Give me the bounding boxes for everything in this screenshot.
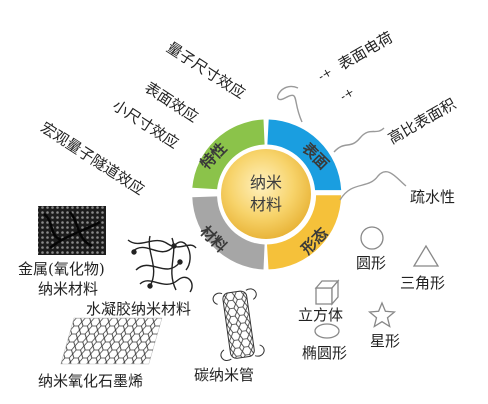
segment-morphology	[267, 195, 342, 270]
metal-label-line2: 纳米材料	[38, 280, 99, 298]
cube-label: 立方体	[298, 306, 344, 324]
ellipse-shape	[314, 323, 340, 339]
center-line2: 材料	[249, 195, 282, 214]
graphene-image	[60, 317, 163, 365]
star-label: 星形	[370, 332, 401, 350]
segment-surface	[267, 119, 342, 191]
cube-shape	[314, 279, 340, 306]
center-label: 纳米 材料	[222, 172, 310, 216]
hydrogel-image	[127, 235, 197, 293]
nanotube-label: 碳纳米管	[194, 366, 255, 384]
center-core	[221, 149, 311, 239]
graphene-label: 纳米氧化石墨烯	[38, 372, 144, 390]
connector-charge	[277, 85, 303, 123]
circle-label: 圆形	[356, 254, 387, 272]
hydrogel-label: 水凝胶纳米材料	[86, 300, 192, 318]
metal-nanomaterial-image	[38, 206, 106, 255]
circle-shape	[360, 226, 384, 250]
connector-area	[333, 127, 385, 153]
hydrophobic-label: 疏水性	[410, 188, 456, 206]
star-shape	[367, 301, 397, 328]
segment-properties	[192, 119, 265, 190]
segment-materials	[192, 196, 265, 270]
center-line1: 纳米	[249, 173, 282, 192]
nanotube-image	[212, 288, 265, 361]
connector-hydrophobic	[339, 170, 407, 201]
triangle-shape	[412, 244, 440, 267]
ellipse-label: 椭圆形	[302, 344, 348, 362]
metal-label-line1: 金属(氧化物)	[18, 260, 105, 278]
triangle-label: 三角形	[400, 274, 446, 292]
